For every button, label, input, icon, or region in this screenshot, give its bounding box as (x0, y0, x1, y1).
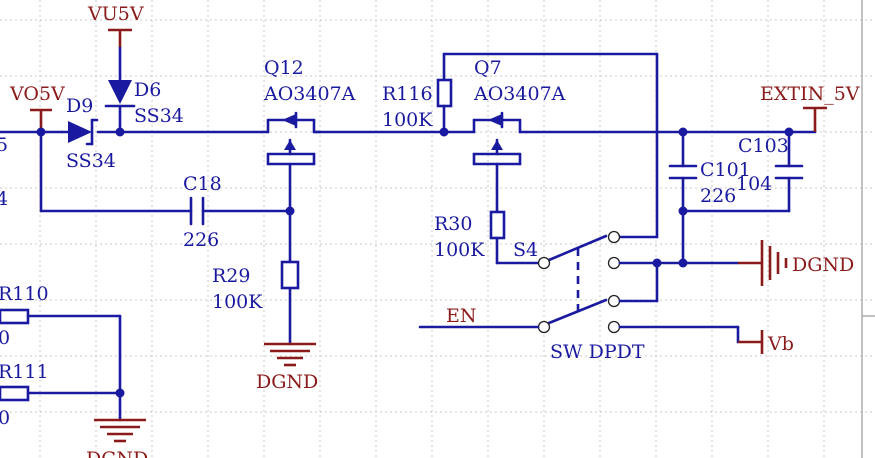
s4-ref: S4 (513, 239, 538, 261)
s4-value: SW DPDT (550, 341, 645, 363)
resistor-r30: R30 100K (434, 210, 542, 265)
c18-ref: C18 (183, 173, 222, 195)
resistor-r110: R110 0 (0, 283, 122, 349)
d6-ref: D6 (134, 79, 161, 101)
q12-ref: Q12 (264, 57, 304, 79)
r29-ref: R29 (212, 265, 250, 287)
net-label-en: EN (446, 305, 477, 327)
net-label-vu5v: VU5V (87, 3, 144, 25)
r111-ref: R111 (0, 361, 49, 383)
net-label-vo5v: VO5V (9, 83, 65, 105)
r111-value: 0 (0, 407, 10, 429)
junction-cap-gnd (678, 258, 688, 268)
ground-symbol-left: DGND (86, 418, 148, 458)
junction-d6 (115, 127, 125, 137)
c101-ref: C101 (700, 159, 751, 181)
junction-c101 (678, 127, 688, 137)
capacitor-c103: C103 104 (681, 130, 804, 213)
net-label-dgnd-right: DGND (792, 254, 854, 276)
c18-branch: C18 226 (39, 130, 292, 251)
diode-d6: D6 SS34 (104, 79, 184, 134)
switch-s4: S4 SW DPDT (513, 230, 645, 363)
d9-value: SS34 (66, 150, 116, 172)
junction-cap-bottom (678, 206, 688, 216)
diode-d9: D9 SS34 (60, 95, 116, 172)
vo5v-power-port: VO5V (9, 83, 65, 132)
resistor-r29: R29 100K (212, 209, 300, 346)
junction-r116 (439, 127, 449, 137)
net-label-extin: EXTIN_5V (760, 83, 860, 105)
capacitor-c101: C101 226 (668, 130, 751, 265)
r110-value: 0 (0, 327, 10, 349)
r29-value: 100K (212, 291, 263, 313)
vu5v-power-port: VU5V (87, 3, 144, 82)
q7-value: AO3407A (473, 83, 566, 105)
junction-c103 (784, 127, 794, 137)
resistor-r111: R111 0 (0, 361, 122, 429)
c103-ref: C103 (738, 135, 789, 157)
extin-power-port: EXTIN_5V (760, 83, 860, 132)
q12-value: AO3407A (263, 83, 356, 105)
c101-value: 226 (700, 185, 736, 207)
switch-right-wires (618, 261, 740, 344)
r110-ref: R110 (0, 283, 49, 305)
r116-value: 100K (382, 109, 433, 131)
vb-power-port: Vb (738, 330, 794, 355)
r116-ref: R116 (382, 83, 433, 105)
c18-value: 226 (183, 229, 219, 251)
net-label-dgnd-left: DGND (86, 448, 148, 458)
net-label-dgnd-mid: DGND (256, 371, 318, 393)
q7-ref: Q7 (474, 57, 502, 79)
net-label-vb: Vb (767, 333, 794, 355)
junction-switch-gnd (652, 258, 662, 268)
d9-ref: D9 (66, 95, 93, 117)
mosfet-q12: Q12 AO3407A (260, 57, 356, 213)
ground-symbol-mid: DGND (256, 342, 318, 393)
junction-r111 (115, 388, 125, 398)
c103-value: 104 (736, 173, 772, 195)
mosfet-q7: Q7 AO3407A (472, 57, 566, 214)
resistor-r116: R116 100K (382, 52, 453, 134)
r30-value: 100K (434, 239, 485, 261)
edge-fragment-top: 5 (0, 134, 8, 156)
ground-symbol-right: DGND (738, 240, 854, 286)
r30-ref: R30 (434, 213, 472, 235)
d6-value: SS34 (134, 105, 184, 127)
en-net: EN (418, 305, 540, 329)
edge-fragment-mid: 4 (0, 188, 8, 210)
